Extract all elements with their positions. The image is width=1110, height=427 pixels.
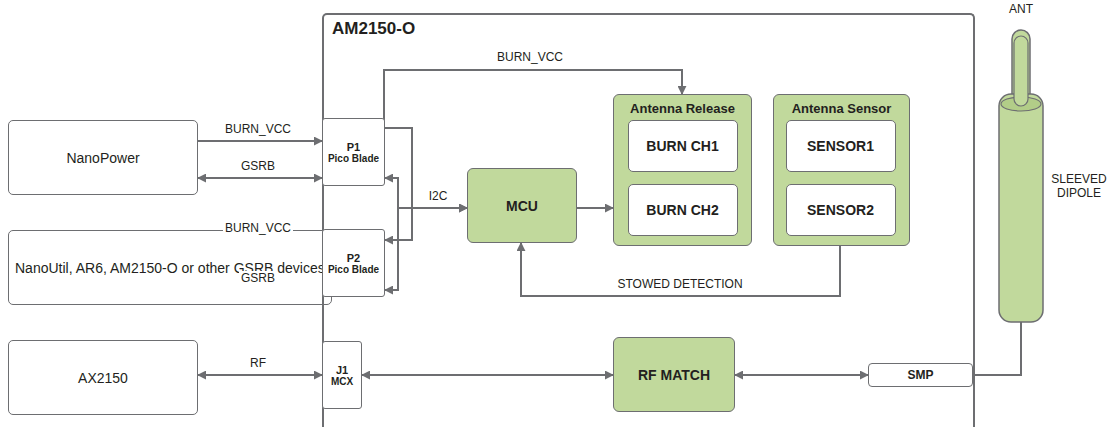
function-group: Antenna SensorSENSOR1SENSOR2 <box>773 94 910 246</box>
signal-label: GSRB <box>239 159 277 173</box>
connector <box>577 207 613 209</box>
node-title: J1 <box>336 364 348 376</box>
module-enclosure: AM2150-OP1Pico BladeP2Pico BladeJ1MCXMCU… <box>322 13 975 427</box>
connector-box: P1Pico Blade <box>322 118 385 186</box>
sensor-box: SENSOR1 <box>786 120 896 172</box>
connector <box>198 177 322 179</box>
node-title: NanoUtil, AR6, AM2150-O or other GSRB de… <box>15 260 325 276</box>
function-group: Antenna ReleaseBURN CH1BURN CH2 <box>613 94 752 246</box>
antenna-rod-front <box>1014 36 1028 106</box>
node-title: BURN CH1 <box>646 138 718 154</box>
node-title: P1 <box>347 141 360 153</box>
signal-label: RF <box>248 356 268 370</box>
node-title: AM2150-O <box>332 19 965 39</box>
external-module-box: NanoPower <box>8 120 198 195</box>
connector <box>521 243 840 296</box>
node-subtitle: MCX <box>331 376 353 387</box>
connector-box: P2Pico Blade <box>322 229 385 297</box>
connector <box>385 178 398 290</box>
node-title: MCU <box>506 198 538 214</box>
connector <box>735 374 868 376</box>
channel-box: BURN CH1 <box>628 120 738 172</box>
antenna-type-label: SLEEVED DIPOLE <box>1050 172 1108 200</box>
antenna-label: ANT <box>996 2 1046 16</box>
sensor-box: SENSOR2 <box>786 184 896 236</box>
node-title: Antenna Release <box>614 101 751 116</box>
signal-label: BURN_VCC <box>223 122 293 136</box>
signal-label: BURN_VCC <box>223 221 293 235</box>
signal-label: I2C <box>427 189 450 203</box>
signal-label: GSRB <box>239 271 277 285</box>
node-subtitle: Pico Blade <box>328 264 379 275</box>
node-title: RF MATCH <box>638 367 710 383</box>
signal-label: BURN_VCC <box>495 50 565 64</box>
node-title: AX2150 <box>78 370 128 386</box>
antenna-sleeve <box>999 94 1043 322</box>
connector <box>198 374 322 376</box>
connector-box: J1MCX <box>322 341 362 409</box>
connector <box>362 374 613 376</box>
connector <box>198 140 322 142</box>
antenna-feed-wire <box>973 322 1021 375</box>
rf-connector-box: SMP <box>868 363 973 387</box>
external-module-box: NanoUtil, AR6, AM2150-O or other GSRB de… <box>8 230 332 305</box>
node-title: P2 <box>347 252 360 264</box>
node-title: BURN CH2 <box>646 202 718 218</box>
node-title: Antenna Sensor <box>774 101 909 116</box>
node-title: SMP <box>907 368 933 382</box>
mcu-box: MCU <box>467 168 577 243</box>
node-subtitle: Pico Blade <box>328 153 379 164</box>
external-module-box: AX2150 <box>8 340 198 415</box>
node-title: NanoPower <box>66 150 139 166</box>
antenna-rod <box>1012 30 1030 110</box>
rf-match-box: RF MATCH <box>613 337 735 412</box>
signal-label: STOWED DETECTION <box>615 277 744 291</box>
node-title: SENSOR2 <box>807 202 874 218</box>
node-title: SENSOR1 <box>807 138 874 154</box>
channel-box: BURN CH2 <box>628 184 738 236</box>
